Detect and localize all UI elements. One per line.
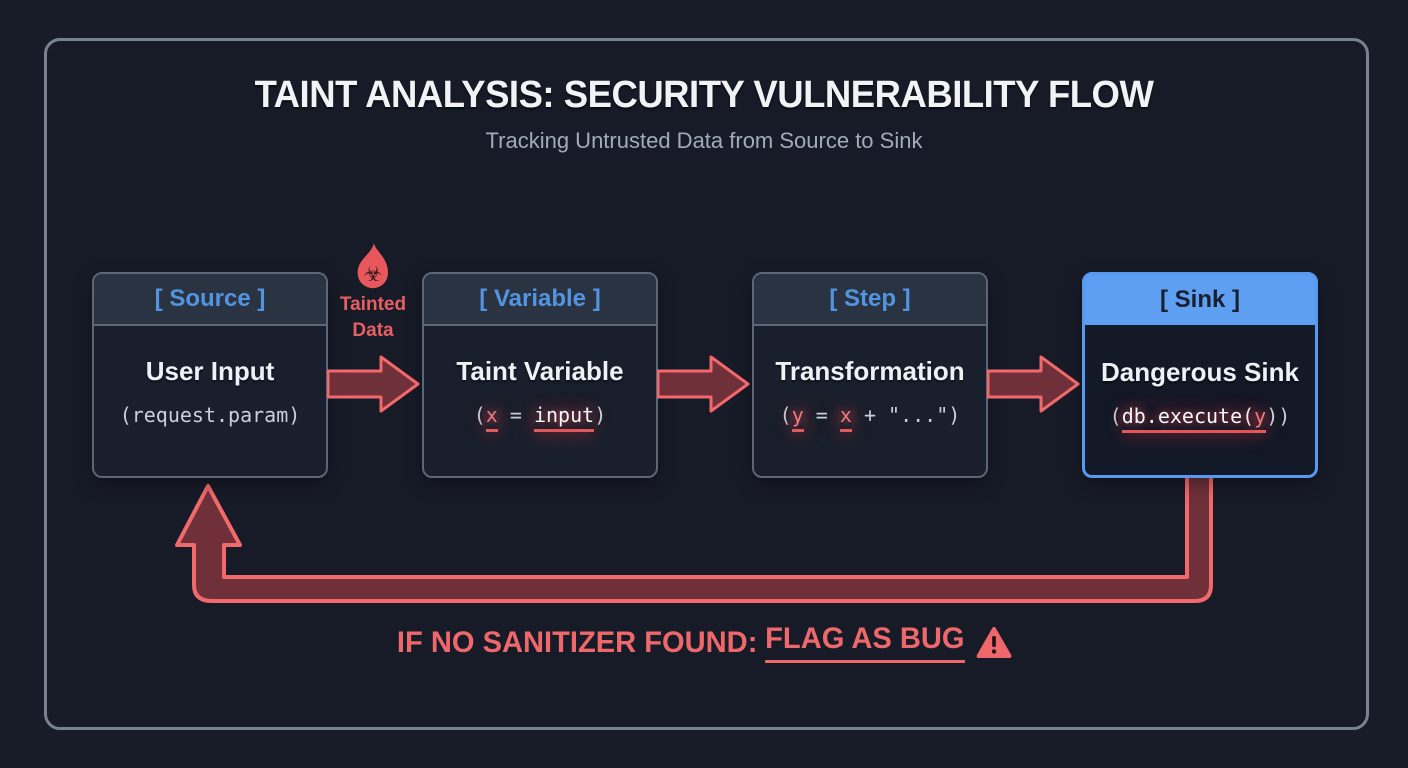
node-step-title: Transformation <box>775 356 965 386</box>
node-step-body: Transformation (y = x + "...") <box>754 326 986 476</box>
node-variable: [ Variable ] Taint Variable (x = input) <box>422 272 658 478</box>
code-token: db.execute( <box>1121 404 1255 433</box>
flow-arrow-step-to-sink <box>987 355 1080 413</box>
code-token: x <box>485 403 498 432</box>
node-step-code: (y = x + "...") <box>779 403 961 432</box>
footer-warning: IF NO SANITIZER FOUND: FLAG AS BUG <box>21 622 1387 663</box>
node-source: [ Source ] User Input (request.param) <box>92 272 328 478</box>
code-token: ) <box>948 403 961 427</box>
code-token: )) <box>1266 404 1291 428</box>
code-token: input <box>533 403 595 432</box>
node-step-header: [ Step ] <box>754 274 986 326</box>
node-variable-header: [ Variable ] <box>424 274 656 326</box>
warning-icon <box>976 626 1012 658</box>
code-token: ( <box>779 403 792 427</box>
code-token: y <box>791 403 804 432</box>
code-token: = <box>497 403 534 427</box>
code-token: x <box>839 403 852 432</box>
node-sink-header: [ Sink ] <box>1085 275 1315 327</box>
node-source-body: User Input (request.param) <box>94 326 326 476</box>
node-sink: [ Sink ] Dangerous Sink (db.execute(y)) <box>1082 272 1318 478</box>
page-subtitle: Tracking Untrusted Data from Source to S… <box>485 128 923 153</box>
code-token: y <box>1254 404 1267 433</box>
node-step: [ Step ] Transformation (y = x + "...") <box>752 272 988 478</box>
tainted-data-label: ☣ Tainted Data <box>313 242 433 344</box>
node-sink-title: Dangerous Sink <box>1101 357 1299 387</box>
flow-arrow-variable-to-step <box>657 355 750 413</box>
tainted-data-line2: Data <box>352 320 394 341</box>
node-variable-code: (x = input) <box>474 403 606 432</box>
footer-warning-text: IF NO SANITIZER FOUND: <box>396 625 758 659</box>
page-title: TAINT ANALYSIS: SECURITY VULNERABILITY F… <box>254 74 1154 116</box>
svg-text:☣: ☣ <box>364 262 383 286</box>
code-token: ( <box>1109 404 1122 428</box>
node-variable-title: Taint Variable <box>456 356 624 386</box>
code-token: ) <box>594 403 607 427</box>
node-source-title: User Input <box>145 356 275 386</box>
node-source-header: [ Source ] <box>94 274 326 326</box>
code-token: ( <box>473 403 486 427</box>
node-source-code: (request.param) <box>120 403 301 427</box>
node-sink-code: (db.execute(y)) <box>1109 404 1291 433</box>
code-token: (request.param) <box>119 403 301 427</box>
footer-flag-as-bug: FLAG AS BUG <box>765 622 965 663</box>
tainted-data-line1: Tainted <box>339 294 407 315</box>
code-token: + "..." <box>851 403 949 427</box>
flame-biohazard-icon: ☣ <box>357 243 388 289</box>
node-variable-body: Taint Variable (x = input) <box>424 326 656 476</box>
node-sink-body: Dangerous Sink (db.execute(y)) <box>1085 327 1315 475</box>
flow-arrow-source-to-variable <box>327 355 420 413</box>
code-token: = <box>803 403 840 427</box>
